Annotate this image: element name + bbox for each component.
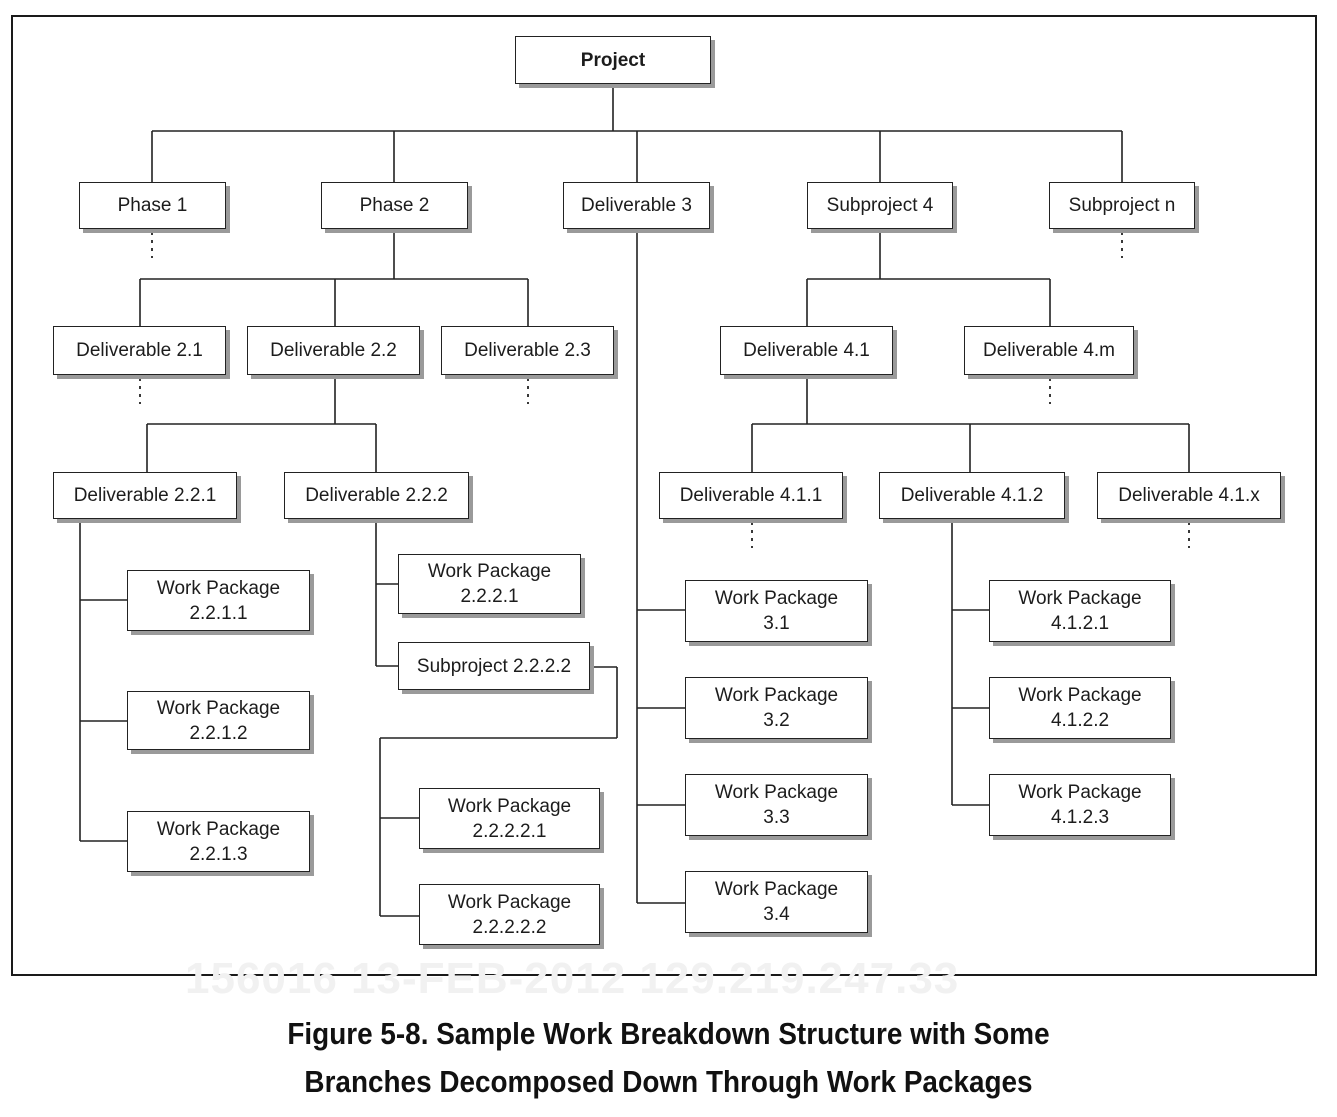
node-work-package-3-4: Work Package 3.4 (685, 871, 868, 933)
node-subproject-2-2-2-2: Subproject 2.2.2.2 (398, 642, 590, 690)
node-work-package-2-2-2-2-2: Work Package 2.2.2.2.2 (419, 884, 600, 945)
node-phase-1: Phase 1 (79, 182, 226, 229)
node-deliverable-2-2-1: Deliverable 2.2.1 (53, 472, 237, 519)
node-work-package-2-2-2-1: Work Package 2.2.2.1 (398, 554, 581, 614)
node-deliverable-4-1: Deliverable 4.1 (720, 326, 893, 375)
node-deliverable-2-2: Deliverable 2.2 (247, 326, 420, 375)
caption-line-1: Figure 5-8. Sample Work Breakdown Struct… (287, 1016, 1050, 1051)
node-deliverable-4-1-2: Deliverable 4.1.2 (879, 472, 1065, 519)
watermark: 156016 13-FEB-2012 129.219.247.33 (185, 954, 960, 1003)
node-work-package-3-3: Work Package 3.3 (685, 774, 868, 836)
node-deliverable-4-m: Deliverable 4.m (964, 326, 1134, 375)
caption-line-2: Branches Decomposed Down Through Work Pa… (304, 1064, 1033, 1099)
node-project: Project (515, 36, 711, 84)
node-work-package-3-2: Work Package 3.2 (685, 677, 868, 739)
node-work-package-2-2-2-2-1: Work Package 2.2.2.2.1 (419, 788, 600, 849)
node-subproject-n: Subproject n (1049, 182, 1195, 229)
node-work-package-4-1-2-3: Work Package 4.1.2.3 (989, 774, 1171, 836)
node-phase-2: Phase 2 (321, 182, 468, 229)
node-work-package-2-2-1-3: Work Package 2.2.1.3 (127, 811, 310, 872)
node-deliverable-2-1: Deliverable 2.1 (53, 326, 226, 375)
node-work-package-4-1-2-2: Work Package 4.1.2.2 (989, 677, 1171, 739)
node-deliverable-4-1-x: Deliverable 4.1.x (1097, 472, 1281, 519)
node-work-package-2-2-1-1: Work Package 2.2.1.1 (127, 570, 310, 631)
node-deliverable-3: Deliverable 3 (563, 182, 710, 229)
node-deliverable-2-3: Deliverable 2.3 (441, 326, 614, 375)
node-deliverable-2-2-2: Deliverable 2.2.2 (284, 472, 469, 519)
node-deliverable-4-1-1: Deliverable 4.1.1 (659, 472, 843, 519)
node-subproject-4: Subproject 4 (807, 182, 953, 229)
node-work-package-4-1-2-1: Work Package 4.1.2.1 (989, 580, 1171, 642)
figure-caption: Figure 5-8. Sample Work Breakdown Struct… (0, 1010, 1337, 1106)
node-work-package-2-2-1-2: Work Package 2.2.1.2 (127, 691, 310, 750)
diagram-frame (11, 15, 1317, 976)
node-work-package-3-1: Work Package 3.1 (685, 580, 868, 642)
